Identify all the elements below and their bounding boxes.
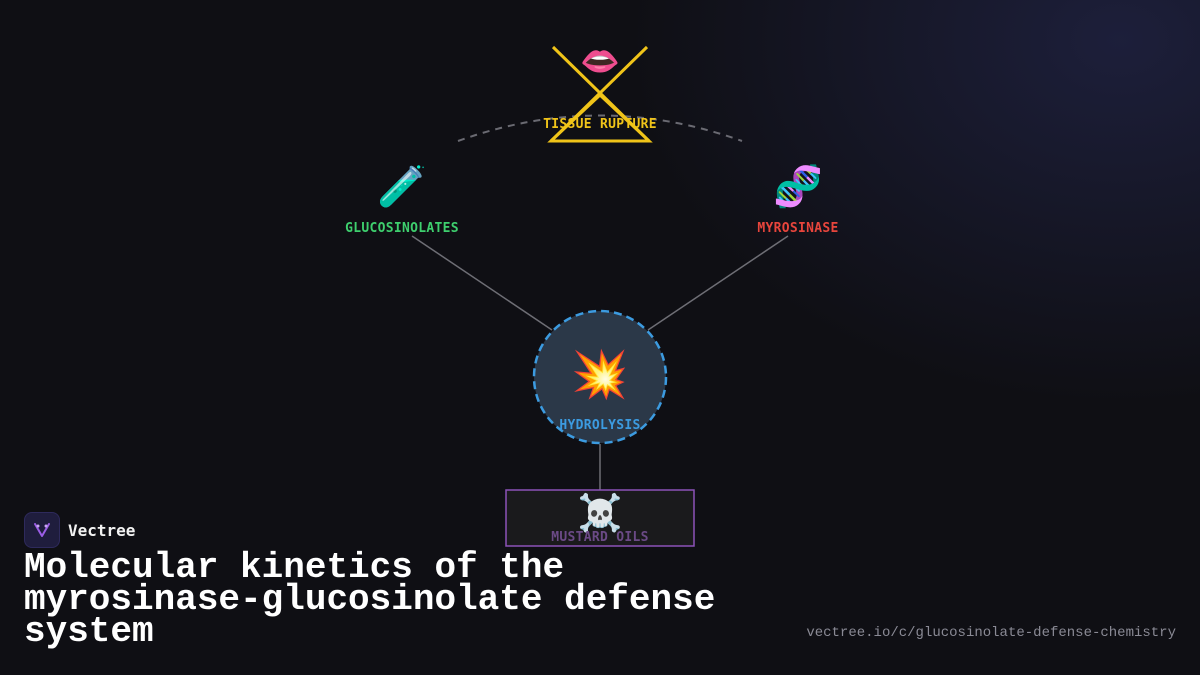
brand: Vectree: [24, 512, 135, 548]
label-tissue-rupture: TISSUE RUPTURE: [543, 117, 657, 132]
node-mustard-oils: ☠️ MUSTARD OILS: [505, 489, 695, 547]
hydrolysis-circle: [532, 309, 668, 445]
node-myrosinase: 🧬 MYROSINASE: [757, 162, 838, 236]
mustard-oils-box: [505, 489, 695, 547]
label-mustard-oils: MUSTARD OILS: [551, 530, 649, 545]
page-title: Molecular kinetics of the myrosinase-glu…: [24, 547, 716, 652]
brand-name: Vectree: [68, 520, 136, 540]
node-hydrolysis: 💥 HYDROLYSIS: [532, 309, 668, 445]
rupture-arc: [457, 114, 743, 142]
vectree-logo-icon: [24, 512, 60, 548]
label-myrosinase: MYROSINASE: [757, 221, 838, 236]
mouth-icon: 👄: [580, 42, 620, 80]
connector-glucosinolates-hydrolysis: [411, 235, 553, 331]
connector-myrosinase-hydrolysis: [647, 235, 789, 331]
node-glucosinolates: 🧪 GLUCOSINOLATES: [345, 164, 459, 236]
source-url[interactable]: vectree.io/c/glucosinolate-defense-chemi…: [806, 625, 1176, 641]
collision-icon: 💥: [571, 347, 628, 402]
label-hydrolysis: HYDROLYSIS: [559, 418, 640, 433]
skull-crossbones-icon: ☠️: [578, 492, 623, 534]
dna-icon: 🧬: [773, 162, 823, 210]
rupture-cross-line-b: [549, 45, 649, 143]
label-glucosinolates: GLUCOSINOLATES: [345, 221, 459, 236]
test-tube-icon: 🧪: [377, 164, 427, 210]
node-tissue-rupture: 👄 TISSUE RUPTURE: [543, 42, 657, 143]
